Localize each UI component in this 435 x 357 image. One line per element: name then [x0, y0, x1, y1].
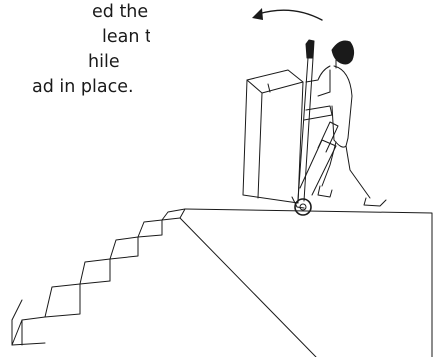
stair-landing — [180, 209, 432, 357]
curved-arrow-left-icon — [252, 8, 322, 20]
box — [243, 70, 303, 203]
staircase — [12, 209, 185, 345]
hand-truck — [292, 40, 338, 215]
person — [306, 41, 386, 206]
